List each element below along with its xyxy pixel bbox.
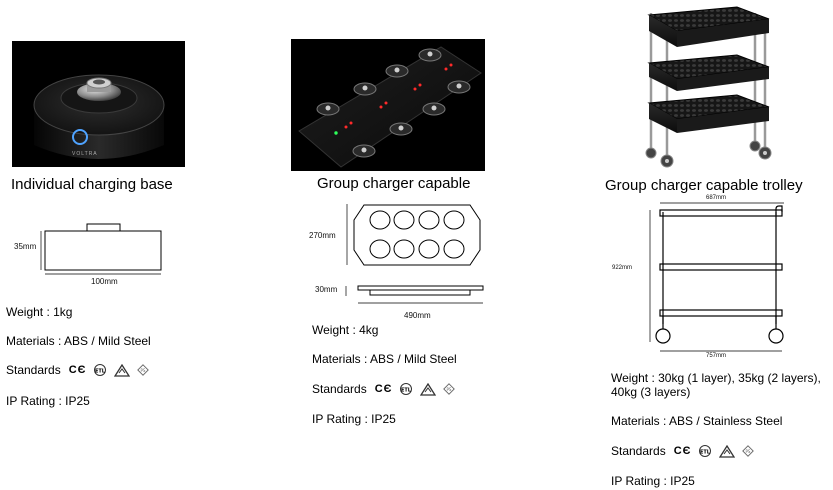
svg-text:ETL: ETL [95, 369, 106, 375]
charging-base-ip-rating: IP Rating : IP25 [6, 394, 90, 408]
standards-label: Standards [312, 382, 367, 396]
group-charger-materials: Materials : ABS / Mild Steel [312, 352, 457, 366]
ce-mark-icon: CЄ [673, 445, 692, 457]
pse-mark-icon: PS [137, 364, 150, 376]
charging-base-photo: VOLTRA [12, 41, 185, 167]
charging-base-title: Individual charging base [11, 176, 173, 193]
group-charger-weight: Weight : 4kg [312, 323, 379, 337]
group-charger-ip-rating: IP Rating : IP25 [312, 412, 396, 426]
svg-text:ETL: ETL [700, 450, 711, 456]
group-charger-title: Group charger capable [317, 175, 471, 192]
charging-base-dimension-drawing [40, 223, 162, 275]
etl-mark-icon: ETL [699, 445, 712, 457]
ce-mark-icon: CЄ [68, 364, 87, 376]
trolley-weight-line1: Weight : 30kg (1 layer), 35kg (2 layers)… [611, 371, 821, 385]
group-charger-standards: Standards CЄ ETL PS [312, 382, 456, 396]
trolley-dimension-drawing [649, 202, 784, 352]
svg-text:PS: PS [141, 368, 146, 373]
svg-text:ETL: ETL [401, 388, 412, 394]
rcm-mark-icon [114, 363, 131, 377]
trolley-materials: Materials : ABS / Stainless Steel [611, 414, 783, 428]
group-charger-photo [291, 39, 485, 171]
charging-base-brand-text: VOLTRA [72, 151, 98, 157]
pse-mark-icon: PS [443, 383, 456, 395]
standards-label: Standards [611, 444, 666, 458]
etl-mark-icon: ETL [400, 383, 413, 395]
rcm-mark-icon [719, 444, 736, 458]
standards-label: Standards [6, 363, 61, 377]
charging-base-standards: Standards CЄ ETL PS [6, 363, 150, 377]
charging-base-height-label: 35mm [14, 242, 37, 251]
group-charger-height-label: 30mm [315, 285, 338, 294]
rcm-mark-icon [420, 382, 437, 396]
ce-mark-icon: CЄ [374, 383, 393, 395]
group-charger-width-label: 490mm [404, 311, 431, 320]
trolley-photo [637, 3, 777, 171]
etl-mark-icon: ETL [94, 364, 107, 376]
svg-text:PS: PS [746, 449, 751, 454]
group-charger-side-drawing [345, 285, 484, 304]
charging-base-materials: Materials : ABS / Mild Steel [6, 334, 151, 348]
pse-mark-icon: PS [742, 445, 755, 457]
trolley-height-label: 922mm [612, 265, 633, 271]
charging-base-weight: Weight : 1kg [6, 305, 73, 319]
svg-text:PS: PS [447, 387, 452, 392]
charging-base-width-label: 100mm [91, 277, 118, 286]
trolley-weight-line2: 40kg (3 layers) [611, 385, 691, 399]
trolley-title: Group charger capable trolley [605, 177, 803, 194]
group-charger-depth-label: 270mm [309, 231, 336, 240]
trolley-standards: Standards CЄ ETL PS [611, 444, 755, 458]
group-charger-top-drawing [346, 204, 481, 266]
trolley-top-width-label: 687mm [706, 195, 727, 201]
trolley-bottom-width-label: 757mm [706, 353, 727, 359]
trolley-ip-rating: IP Rating : IP25 [611, 474, 695, 488]
